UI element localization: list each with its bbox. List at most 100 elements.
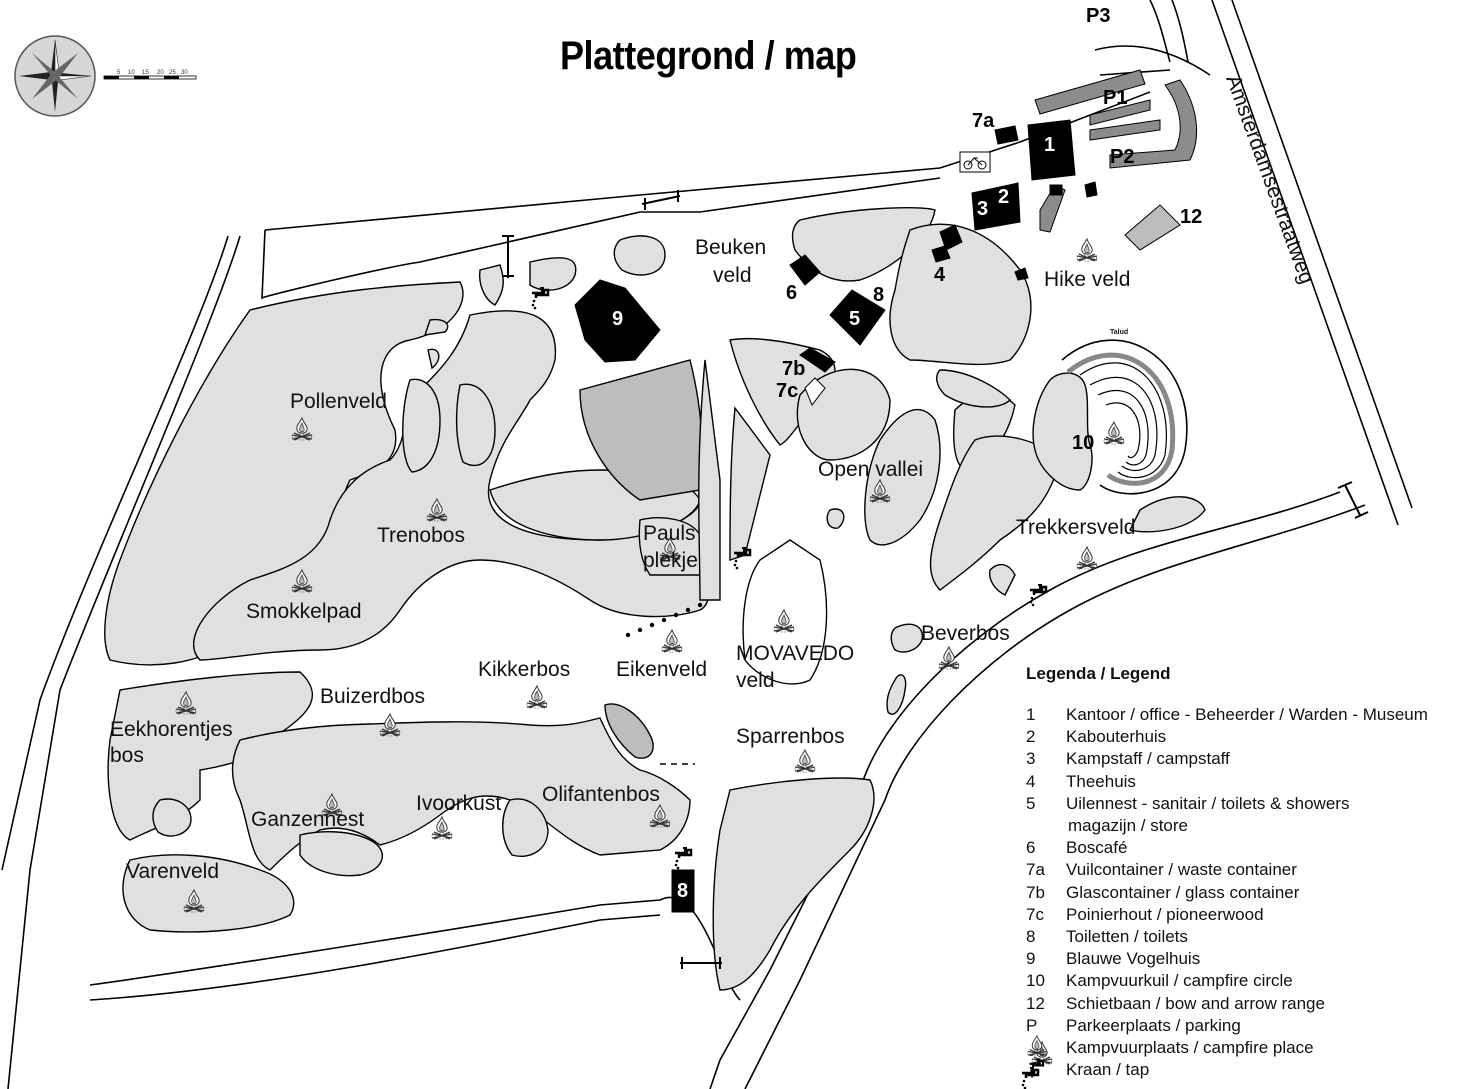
area-label-movavedo-veld: MOVAVEDO <box>736 642 855 665</box>
tap-icon <box>1026 1057 1066 1084</box>
buildings <box>574 119 1098 913</box>
legend-text: Kampvuurplaats / campfire place <box>1066 1037 1314 1057</box>
compass-rose-icon <box>14 35 96 117</box>
legend-item: 6 Boscafé <box>1026 837 1466 859</box>
legend-item: 7c Poinierhout / pioneerwood <box>1026 904 1466 926</box>
scale-bar <box>103 75 197 80</box>
legend-text: Kantoor / office - Beheerder / Warden - … <box>1066 705 1428 725</box>
area-label-buizerdbos: Buizerdbos <box>320 685 426 708</box>
legend-key: 5 <box>1026 793 1036 813</box>
legend-key: 10 <box>1026 971 1045 991</box>
page-title: Plattegrond / map <box>560 34 857 78</box>
legend-item: Kampvuurplaats / campfire place <box>1026 1035 1466 1059</box>
main-road <box>1211 0 1413 526</box>
scale-label: 20 <box>157 70 164 76</box>
marker-7b: 7b <box>782 358 806 380</box>
marker-8-top: 8 <box>873 284 885 306</box>
legend-key: 8 <box>1026 926 1036 946</box>
marker-3: 3 <box>977 198 989 220</box>
legend-key: 6 <box>1026 838 1036 858</box>
scale-label: 5 <box>117 70 121 76</box>
marker-4: 4 <box>934 264 946 286</box>
legend-key: P <box>1026 1015 1038 1035</box>
marker-2: 2 <box>998 186 1010 208</box>
area-label-beverbos: Beverbos <box>921 622 1010 645</box>
legend-text: Kampstaff / campstaff <box>1066 749 1230 769</box>
legend-text: Vuilcontainer / waste container <box>1066 860 1297 880</box>
legend-text: Uilennest - sanitair / toilets & showers <box>1066 793 1350 813</box>
scale-label: 25 <box>169 70 176 76</box>
campfire-icon <box>431 816 453 840</box>
campfire-icon <box>526 685 548 709</box>
marker-7a: 7a <box>972 110 995 132</box>
road-label: Amsterdamsestraatweg <box>1221 72 1318 287</box>
legend-key: 7a <box>1026 860 1045 880</box>
area-label-kikkerbos: Kikkerbos <box>478 658 571 681</box>
legend-key: 7b <box>1026 882 1045 902</box>
map-legend: Legenda / Legend 1 Kantoor / office - Beh… <box>1026 664 1466 1081</box>
gates <box>502 190 1369 969</box>
area-label-trenobos: Trenobos <box>377 524 465 547</box>
area-label-beuken-veld: Beuken <box>695 236 767 259</box>
pioneerwood-stack <box>804 377 826 406</box>
marker-p3: P3 <box>1086 5 1111 27</box>
forest-areas <box>104 207 1206 991</box>
legend-key: 2 <box>1026 727 1036 747</box>
legend-text: Poinierhout / pioneerwood <box>1066 904 1264 924</box>
legend-title: Legenda / Legend <box>1026 664 1171 683</box>
legend-key: 7c <box>1026 904 1044 924</box>
legend-key: 9 <box>1026 949 1036 969</box>
marker-8-bottom: 8 <box>677 880 689 902</box>
legend-item: 5 Uilennest - sanitair / toilets & shower… <box>1026 793 1466 815</box>
marker-6: 6 <box>786 282 798 304</box>
scale-label: 30 <box>181 70 188 76</box>
legend-item: magazijn / store <box>1026 815 1466 837</box>
marker-5: 5 <box>849 308 861 330</box>
legend-key: 1 <box>1026 705 1036 725</box>
campfire-icon <box>794 749 816 773</box>
legend-item: 1 Kantoor / office - Beheerder / Warden -… <box>1026 704 1466 726</box>
marker-1: 1 <box>1044 134 1056 156</box>
marker-p1: P1 <box>1103 87 1128 109</box>
legend-item: P Parkeerplaats / parking <box>1026 1015 1466 1037</box>
marker-7c: 7c <box>776 380 799 402</box>
dotted-path <box>625 602 703 638</box>
legend-text: Parkeerplaats / parking <box>1066 1015 1241 1035</box>
area-label-ivoorkust: Ivoorkust <box>416 792 502 815</box>
area-label-olifantenbos: Olifantenbos <box>542 783 660 806</box>
legend-item: 3 Kampstaff / campstaff <box>1026 748 1466 770</box>
marker-10: 10 <box>1072 432 1095 454</box>
campfire-icon <box>1103 421 1125 445</box>
legend-text: magazijn / store <box>1068 816 1188 836</box>
scale-label: 15 <box>142 70 149 76</box>
legend-key: 3 <box>1026 749 1036 769</box>
area-label-ganzennest: Ganzennest <box>251 808 365 831</box>
campfire-icon <box>1076 546 1098 570</box>
bike-parking-icon <box>959 151 991 173</box>
legend-item: 10 Kampvuurkuil / campfire circle <box>1026 970 1466 992</box>
legend-key: 4 <box>1026 771 1036 791</box>
area-label-eikenveld: Eikenveld <box>616 658 708 681</box>
legend-item: 7b Glascontainer / glass container <box>1026 882 1466 904</box>
area-label-beuken-veld-line2: veld <box>713 264 752 287</box>
area-label-pauls-plekje: Pauls <box>643 522 696 545</box>
legend-text: Glascontainer / glass container <box>1066 882 1300 902</box>
area-label-trekkersveld: Trekkersveld <box>1016 516 1136 539</box>
legend-text: Blauwe Vogelhuis <box>1066 949 1201 969</box>
legend-text: Boscafé <box>1066 838 1128 858</box>
parking-areas <box>1034 69 1198 251</box>
area-label-sparrenbos: Sparrenbos <box>736 725 845 748</box>
area-label-smokkelpad: Smokkelpad <box>246 600 362 623</box>
tap-icon <box>530 286 550 311</box>
area-label-movavedo-veld-line2: veld <box>736 669 775 692</box>
legend-text: Schietbaan / bow and arrow range <box>1066 993 1325 1013</box>
legend-text: Kampvuurkuil / campfire circle <box>1066 971 1293 991</box>
campfire-icon <box>938 646 960 670</box>
campfire-circle-arena <box>1061 339 1188 495</box>
campfire-icon <box>661 629 683 653</box>
area-label-pauls-plekje-line2: plekje <box>643 549 698 572</box>
marker-p2: P2 <box>1110 146 1135 168</box>
legend-text: Theehuis <box>1066 771 1136 791</box>
